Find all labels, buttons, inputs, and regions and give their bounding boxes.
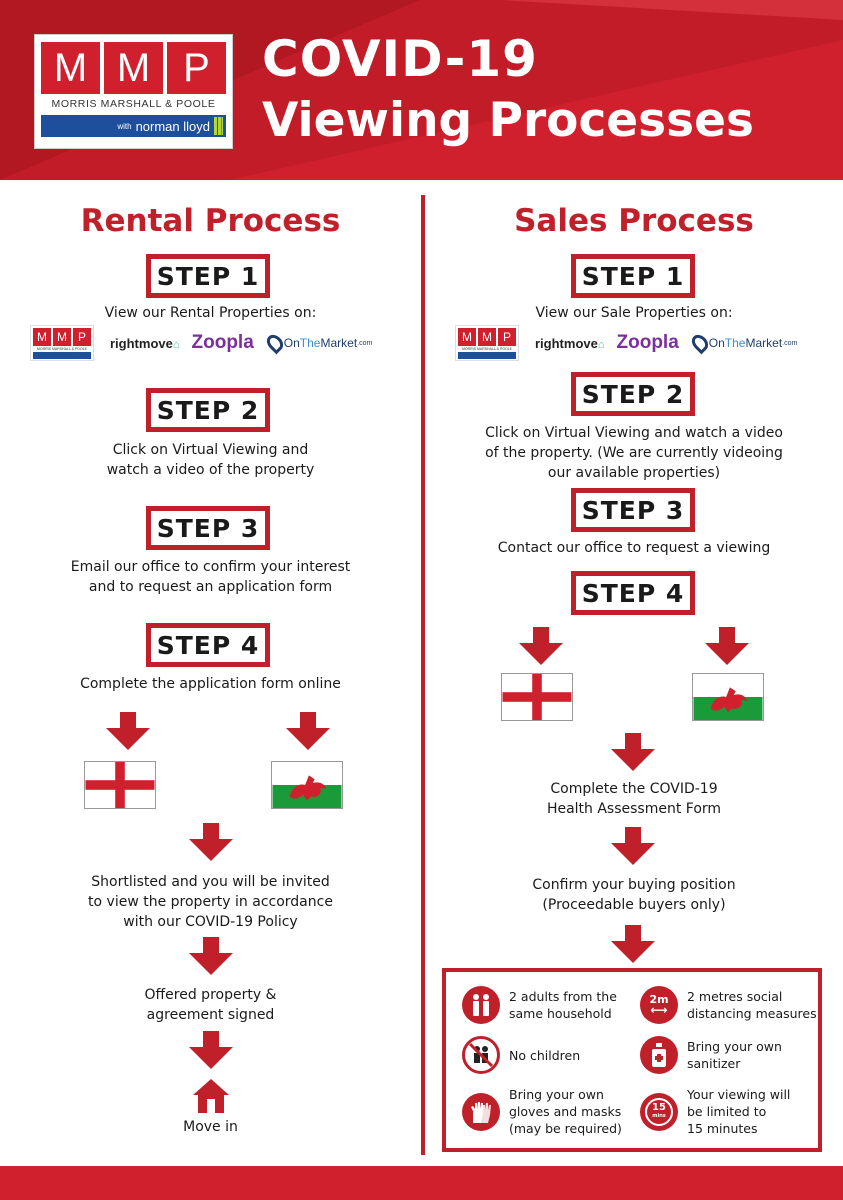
down-arrow-icon (611, 733, 655, 771)
down-arrow-icon (611, 925, 655, 963)
header-banner: M M P MORRIS MARSHALL & POOLE with norma… (0, 0, 843, 180)
map-pin-icon (263, 331, 287, 355)
mmp-logo: M M P MORRIS MARSHALL & POOLE with norma… (34, 34, 233, 149)
sales-confirm-text: Confirm your buying position (Proceedabl… (532, 877, 736, 913)
rental-step-2-text: Click on Virtual Viewing and watch a vid… (106, 442, 315, 478)
column-divider (421, 195, 425, 1155)
sales-title: Sales Process (514, 203, 754, 239)
rental-step-1: STEP 1 (146, 254, 270, 298)
down-arrow-icon (189, 1031, 233, 1069)
wales-flag-icon (692, 673, 764, 721)
rental-step-3-text: Email our office to confirm your interes… (70, 559, 351, 595)
rental-offered-text: Offered property & agreement signed (144, 987, 277, 1023)
sales-step-3: STEP 3 (571, 488, 695, 532)
sales-step-1: STEP 1 (571, 254, 695, 298)
sales-step-4: STEP 4 (571, 571, 695, 615)
rental-column: Rental Process STEP 1 View our Rental Pr… (0, 195, 421, 1155)
map-pin-icon (688, 331, 712, 355)
logo-stripe (214, 117, 223, 135)
house-outline-icon: ⌂ (172, 338, 180, 351)
rental-shortlisted-text: Shortlisted and you will be invited to v… (88, 874, 333, 930)
down-arrow-icon (611, 827, 655, 865)
zoopla-logo: Zoopla (191, 332, 254, 353)
down-arrow-icon (189, 823, 233, 861)
rental-step-4-text: Complete the application form online (80, 676, 341, 692)
sales-step-1-text: View our Sale Properties on: (535, 305, 733, 321)
rental-move-in-text: Move in (183, 1119, 238, 1135)
adults-icon (462, 986, 500, 1024)
logo-letter: M (104, 42, 163, 94)
gloves-icon (462, 1092, 500, 1131)
wales-flag-icon (271, 761, 343, 809)
down-arrow-icon (519, 627, 563, 665)
rental-step-3: STEP 3 (146, 506, 270, 550)
rule-no-children: No children (462, 1036, 580, 1074)
sales-step-2-text: Click on Virtual Viewing and watch a vid… (485, 425, 783, 481)
sales-health-text: Complete the COVID-19 Health Assessment … (546, 781, 722, 817)
rightmove-logo: rightmove⌂ (535, 335, 605, 351)
rental-step-4: STEP 4 (146, 623, 270, 667)
down-arrow-icon (106, 712, 150, 750)
sales-column: Sales Process STEP 1 View our Sale Prope… (425, 195, 843, 1155)
sales-step-2: STEP 2 (571, 372, 695, 416)
down-arrow-icon (705, 627, 749, 665)
sales-step-3-text: Contact our office to request a viewing (497, 540, 771, 556)
logo-letter: M (41, 42, 100, 94)
footer-bar (0, 1166, 843, 1200)
rental-step-1-text: View our Rental Properties on: (104, 305, 317, 321)
title-line-1: COVID-19 (262, 30, 538, 88)
logo-company-name: MORRIS MARSHALL & POOLE (51, 98, 216, 110)
rental-title: Rental Process (80, 203, 341, 239)
zoopla-logo: Zoopla (616, 332, 679, 353)
no-children-icon (462, 1036, 500, 1074)
logo-with: with (117, 121, 132, 131)
distance-icon: 2m⟷ (640, 986, 678, 1024)
down-arrow-icon (189, 937, 233, 975)
title-line-2: Viewing Processes (262, 93, 754, 148)
down-arrow-icon (286, 712, 330, 750)
logo-partner: norman lloyd (135, 118, 210, 134)
logo-partner-bar: with norman lloyd (41, 115, 226, 137)
timer-icon: 15 mins (640, 1092, 678, 1131)
sanitizer-icon (640, 1036, 678, 1074)
england-flag-icon (84, 761, 156, 809)
logo-letter: P (167, 42, 226, 94)
page-title: COVID-19 Viewing Processes (262, 28, 754, 152)
house-icon (193, 1079, 229, 1113)
england-flag-icon (501, 673, 573, 721)
rental-step-2: STEP 2 (146, 388, 270, 432)
house-outline-icon: ⌂ (597, 338, 605, 351)
rightmove-logo: rightmove⌂ (110, 335, 180, 351)
